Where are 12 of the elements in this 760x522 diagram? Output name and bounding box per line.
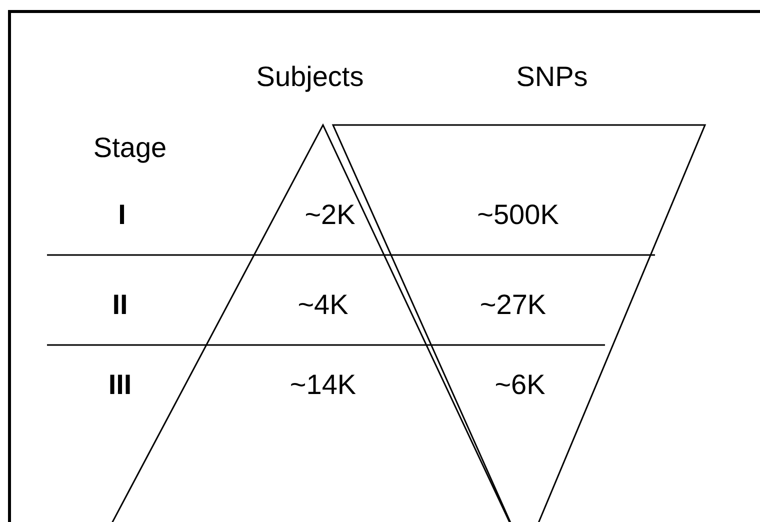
stage-label: I bbox=[118, 199, 126, 231]
column-heading: Subjects bbox=[256, 61, 364, 93]
value-label: ~27K bbox=[480, 289, 546, 321]
stage-label: II bbox=[112, 289, 128, 321]
stage-label: III bbox=[108, 369, 132, 401]
value-label: ~500K bbox=[477, 199, 559, 231]
value-label: ~4K bbox=[298, 289, 348, 321]
column-heading: SNPs bbox=[516, 61, 588, 93]
value-label: ~2K bbox=[304, 199, 356, 231]
row-heading: Stage bbox=[93, 132, 167, 164]
value-label: ~6K bbox=[494, 369, 546, 401]
value-label: ~14K bbox=[290, 369, 356, 401]
